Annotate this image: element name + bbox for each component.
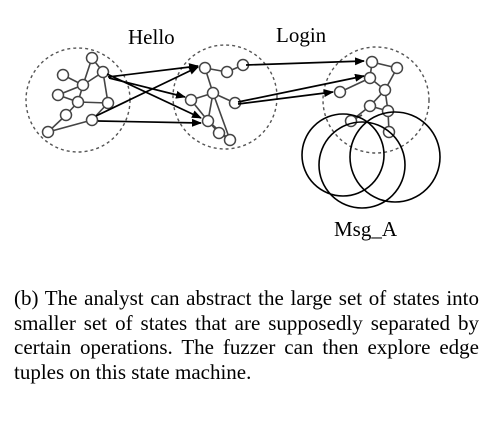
state-node <box>206 86 220 100</box>
cluster-1-states <box>41 51 115 139</box>
state-node <box>71 95 85 109</box>
cluster-2-states <box>184 58 250 147</box>
msg-a-label: Msg_A <box>334 217 398 241</box>
state-node <box>228 96 242 110</box>
login-label: Login <box>276 23 327 47</box>
transition-arrow <box>237 89 334 105</box>
transition-arrows <box>95 57 365 127</box>
transition-arrow <box>237 73 365 103</box>
state-node <box>378 83 392 97</box>
state-node <box>85 51 99 65</box>
transition-arrow <box>106 73 202 119</box>
state-node <box>184 93 198 107</box>
state-cluster-1 <box>25 47 131 153</box>
transition-arrow <box>107 63 199 78</box>
transition-arrow <box>97 118 202 127</box>
self-loop <box>318 121 406 209</box>
figure-caption: (b) The analyst can abstract the large s… <box>14 286 479 384</box>
self-loop <box>301 113 385 197</box>
cluster-boundary <box>322 46 430 154</box>
state-node <box>381 104 395 118</box>
state-cluster-2 <box>172 44 278 150</box>
state-cluster-3 <box>322 46 430 154</box>
self-loop-group <box>301 111 441 209</box>
state-node <box>51 88 65 102</box>
state-node <box>333 85 347 99</box>
state-node <box>96 65 110 79</box>
self-loop <box>349 111 441 203</box>
state-node <box>365 55 379 69</box>
state-node <box>56 68 70 82</box>
state-node <box>363 99 377 113</box>
state-node <box>212 126 226 140</box>
transition-arrow <box>95 66 199 117</box>
transition-arrow <box>245 57 365 66</box>
state-node <box>363 71 377 85</box>
state-node <box>41 125 55 139</box>
state-node <box>101 96 115 110</box>
hello-label: Hello <box>128 25 175 49</box>
state-node <box>201 114 215 128</box>
cluster-boundary <box>172 44 278 150</box>
state-node <box>223 133 237 147</box>
state-node <box>59 108 73 122</box>
state-node <box>220 65 234 79</box>
state-node <box>390 61 404 75</box>
state-node <box>85 113 99 127</box>
state-node <box>76 78 90 92</box>
state-node <box>198 61 212 75</box>
